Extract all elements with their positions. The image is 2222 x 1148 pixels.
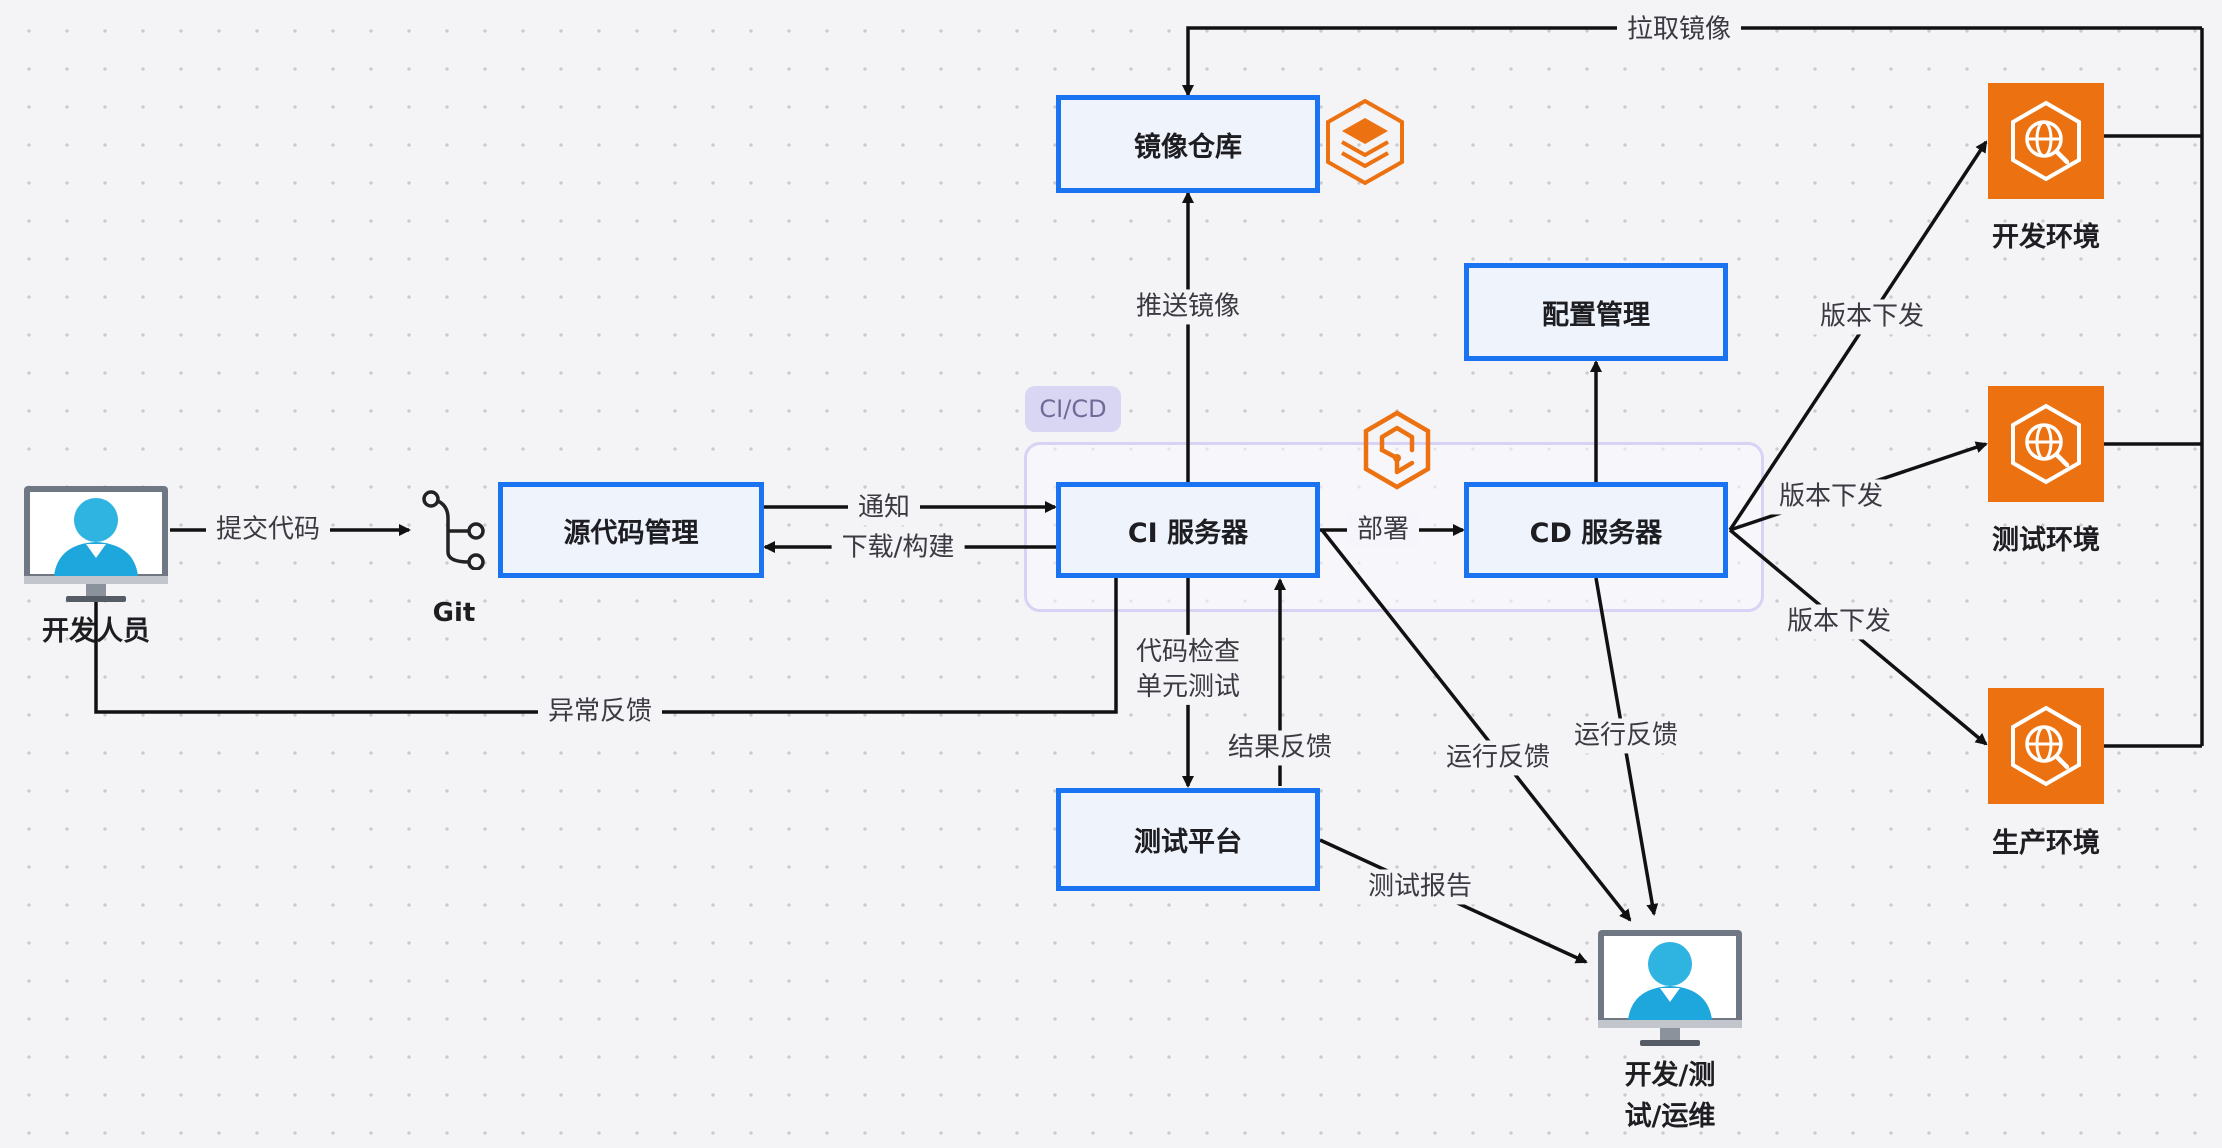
globe-search-icon <box>2011 403 2081 485</box>
ops-caption: 开发/测 试/运维 <box>1625 1056 1716 1137</box>
label-code-check: 代码检查 单元测试 <box>1125 634 1251 706</box>
ops-caption-line2: 试/运维 <box>1624 1100 1716 1132</box>
layers-hexagon-icon <box>1326 98 1404 186</box>
label-download-build: 下载/构建 <box>831 530 965 566</box>
edge-pull-image <box>1182 26 2202 97</box>
ops-caption-line1: 开发/测 <box>1624 1060 1716 1091</box>
globe-search-icon <box>2011 100 2081 182</box>
edge-release-dev <box>1728 140 1988 531</box>
env-test[interactable] <box>1988 386 2104 502</box>
env-prod[interactable] <box>1988 688 2104 804</box>
node-cd-server[interactable]: CD 服务器 <box>1464 482 1728 578</box>
label-deploy: 部署 <box>1346 512 1420 548</box>
node-ci-server[interactable]: CI 服务器 <box>1056 482 1320 578</box>
computer-user-icon <box>24 486 168 602</box>
edge-error-feedback <box>90 578 1118 714</box>
label-test-report: 测试报告 <box>1357 869 1483 905</box>
node-test-platform[interactable]: 测试平台 <box>1056 788 1320 891</box>
label-push-image: 推送镜像 <box>1125 289 1251 325</box>
label-release-dev: 版本下发 <box>1809 299 1935 335</box>
label-release-prod: 版本下发 <box>1776 604 1902 640</box>
env-test-caption: 测试环境 <box>1992 525 2100 556</box>
computer-user-icon <box>1598 930 1742 1046</box>
git-caption: Git <box>432 598 476 628</box>
globe-search-icon <box>2011 705 2081 787</box>
label-unit-test-line: 单元测试 <box>1135 672 1241 702</box>
label-error-feedback: 异常反馈 <box>537 694 663 730</box>
hexagon-link-icon <box>1363 410 1431 490</box>
label-code-check-line: 代码检查 <box>1135 636 1241 667</box>
env-prod-caption: 生产环境 <box>1992 828 2100 859</box>
label-commit-code: 提交代码 <box>205 512 331 548</box>
label-result-feedback: 结果反馈 <box>1217 730 1343 766</box>
label-release-test: 版本下发 <box>1768 479 1894 515</box>
env-dev-caption: 开发环境 <box>1992 222 2100 253</box>
cicd-group-tag: CI/CD <box>1025 386 1121 432</box>
label-run-feedback-ci: 运行反馈 <box>1435 740 1561 776</box>
git-branch-icon <box>422 490 485 570</box>
env-dev[interactable] <box>1988 83 2104 199</box>
node-image-registry[interactable]: 镜像仓库 <box>1056 95 1320 193</box>
node-config-management[interactable]: 配置管理 <box>1464 263 1728 361</box>
developer-caption: 开发人员 <box>42 616 150 647</box>
label-notify: 通知 <box>847 490 921 526</box>
label-run-feedback-cd: 运行反馈 <box>1563 718 1689 754</box>
edge-run-feedback-ci <box>1320 528 1632 922</box>
node-source-control[interactable]: 源代码管理 <box>498 482 764 578</box>
label-pull-image: 拉取镜像 <box>1616 12 1742 48</box>
